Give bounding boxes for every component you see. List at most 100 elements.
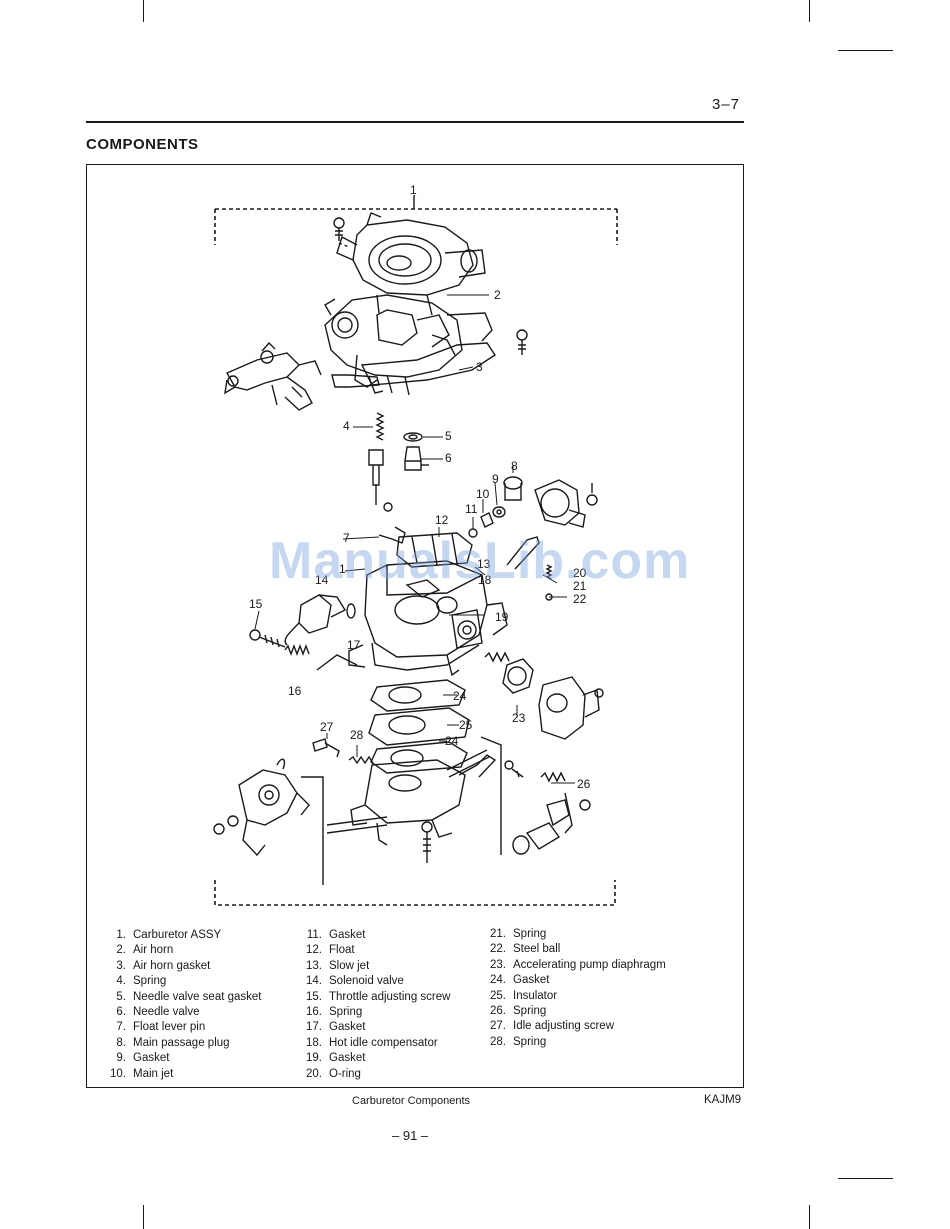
legend-item: 2.Air horn (104, 943, 262, 958)
legend-item-number: 12. (306, 944, 322, 957)
legend-item-number: 18. (306, 1036, 322, 1049)
leader-linkage-left (301, 776, 324, 885)
legend-item-label: Spring (329, 1006, 363, 1019)
throttle-shaft (326, 749, 490, 834)
callout-1-float: 1 (339, 562, 346, 576)
legend-item-number: 11. (306, 929, 322, 941)
legend-item: 9. Gasket (104, 1051, 262, 1066)
legend-item: 15.Throttle adjusting screw (300, 990, 450, 1005)
air-horn (336, 212, 486, 316)
legend-item-number: 9. (116, 1052, 126, 1065)
legend-item-number: 21. (490, 928, 506, 940)
callout-20: 20 (573, 566, 587, 580)
float-needle (368, 449, 393, 512)
watermark: ManualsLib.com (269, 532, 691, 590)
callout-19: 19 (495, 610, 509, 624)
throttle-linkage-left (213, 758, 310, 857)
legend-item: 18.Hot idle compensator (300, 1036, 450, 1051)
legend-item-label: Accelerating pump diaphragm (513, 958, 666, 971)
callout-18: 18 (478, 573, 492, 587)
legend-item: 10. Main jet (104, 1067, 262, 1082)
screw-top (333, 217, 350, 248)
callout-9: 9 (492, 472, 499, 486)
legend-item: 1. Carburetor ASSY (104, 928, 262, 943)
legend-item-number: 1. (116, 929, 126, 941)
legend-item: 24.Gasket (484, 973, 666, 988)
legend-item-number: 5. (116, 990, 126, 1003)
main-passage-plug (503, 476, 523, 501)
legend-item-label: Spring (513, 928, 547, 940)
legend-item: 11.Gasket (300, 928, 450, 943)
callout-8: 8 (511, 459, 518, 473)
gasket-24-lower (370, 741, 468, 774)
float (396, 532, 473, 568)
legend-item-label: Gasket (133, 1052, 170, 1065)
pump-rod (506, 536, 540, 570)
legend-item-label: Main passage plug (133, 1036, 230, 1049)
figure-code: KAJM9 (704, 1094, 742, 1106)
legend-item-label: Main jet (133, 1067, 174, 1080)
main-jet (480, 512, 494, 528)
legend-item-number: 22. (490, 943, 506, 956)
legend-item: 5.Needle valve seat gasket (104, 990, 261, 1005)
legend-item-number: 6. (116, 1006, 126, 1019)
assembly-boundary (214, 208, 618, 906)
bottom-screw (421, 821, 433, 863)
legend-item: 28. Spring (484, 1035, 666, 1050)
header-rule (86, 121, 744, 123)
callout-16: 16 (288, 684, 302, 698)
legend-item-number: 3. (116, 959, 126, 972)
legend-item-number: 26. (490, 1005, 506, 1018)
crop-mark-bottom-right (809, 1205, 810, 1229)
legend-item-number: 7. (116, 1021, 126, 1034)
leader-lines (254, 294, 575, 784)
spring-26 (540, 771, 566, 783)
main-body (348, 560, 508, 677)
solenoid-valve (284, 594, 356, 646)
page-number: – 91 – (392, 1128, 429, 1143)
legend-item-number: 16. (306, 1006, 322, 1019)
legend-item-label: Spring (513, 1035, 547, 1048)
legend-item-label: Idle adjusting screw (513, 1020, 614, 1033)
legend-item-label: Air horn gasket (133, 959, 211, 972)
legend-item-label: Carburetor ASSY (133, 929, 222, 941)
crop-mark-right-upper (838, 50, 893, 51)
throttle-body (350, 754, 497, 846)
spring-28 (348, 755, 374, 765)
callout-10: 10 (476, 487, 490, 501)
callout-26: 26 (577, 777, 591, 791)
gasket-9 (492, 506, 506, 518)
legend-item-number: 13. (306, 959, 322, 972)
legend-item: 21. Spring (484, 927, 666, 942)
callout-25: 25 (459, 718, 473, 732)
callout-13: 13 (477, 557, 491, 571)
callout-12: 12 (435, 513, 449, 527)
callout-23: 23 (512, 711, 526, 725)
body-side-flange (451, 609, 483, 649)
legend-item-label: Gasket (329, 1021, 366, 1034)
callout-28: 28 (350, 728, 364, 742)
legend-item-label: Gasket (329, 1052, 366, 1065)
crop-mark-right-lower (838, 1178, 893, 1179)
legend-item-number: 10. (110, 1067, 126, 1080)
carburetor-exploded-diagram (213, 195, 618, 906)
figure-caption: Carburetor Components (352, 1095, 471, 1107)
legend-item-label: Float lever pin (133, 1021, 206, 1034)
legend-item: 14.Solenoid valve (300, 974, 450, 989)
callout-7: 7 (343, 531, 350, 545)
legend-item-number: 24. (490, 974, 506, 987)
callout-3: 3 (476, 360, 483, 374)
insulator-25 (368, 707, 470, 746)
legend-item-number: 23. (490, 958, 506, 971)
legend-item: 12.Float (300, 943, 450, 958)
legend-item-number: 28. (490, 1035, 506, 1048)
idle-adjusting-screw (312, 738, 340, 758)
callout-6: 6 (445, 451, 452, 465)
legend-item: 3. Air horn gasket (104, 959, 262, 974)
legend-item-label: Slow jet (329, 959, 370, 972)
legend-item-number: 20. (306, 1067, 322, 1080)
legend-item: 13. Slow jet (300, 959, 450, 974)
callout-14: 14 (315, 573, 329, 587)
